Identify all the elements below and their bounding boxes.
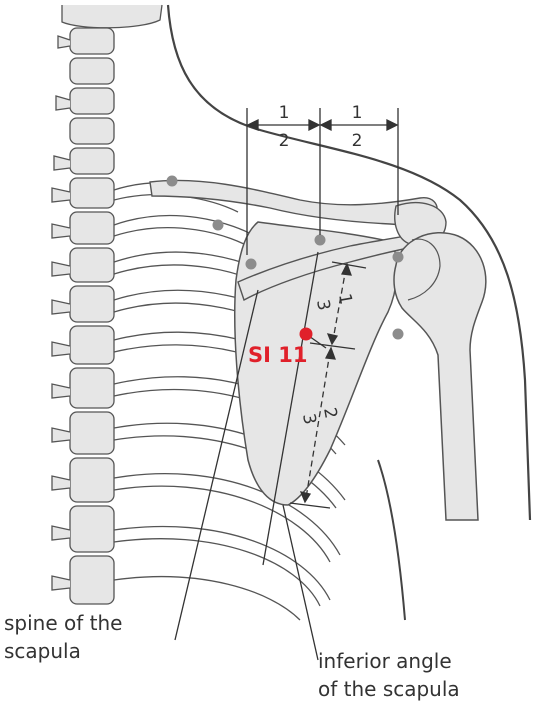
label-spine-line2: scapula xyxy=(4,639,81,663)
label-angle-line2: of the scapula xyxy=(318,677,460,701)
fraction-left-half: 1 2 xyxy=(279,103,290,151)
fraction-right-numerator: 1 xyxy=(352,103,363,123)
clavicle xyxy=(150,180,437,224)
fraction-right-denominator: 2 xyxy=(352,131,363,151)
si11-point xyxy=(300,328,313,341)
fraction-left-denominator: 2 xyxy=(279,131,290,151)
top-dimension-arrows xyxy=(248,120,397,130)
fraction-left-numerator: 1 xyxy=(279,103,290,123)
label-angle-line1: inferior angle xyxy=(318,649,452,673)
si11-label: SI 11 xyxy=(248,343,307,367)
label-spine-line1: spine of the xyxy=(4,611,122,635)
fraction-right-half: 1 2 xyxy=(352,103,363,151)
vertebral-column xyxy=(52,28,114,604)
spine-leader-line xyxy=(175,290,258,640)
skull-base xyxy=(62,5,162,28)
torso-side-outline xyxy=(378,460,405,620)
humerus xyxy=(394,233,486,520)
